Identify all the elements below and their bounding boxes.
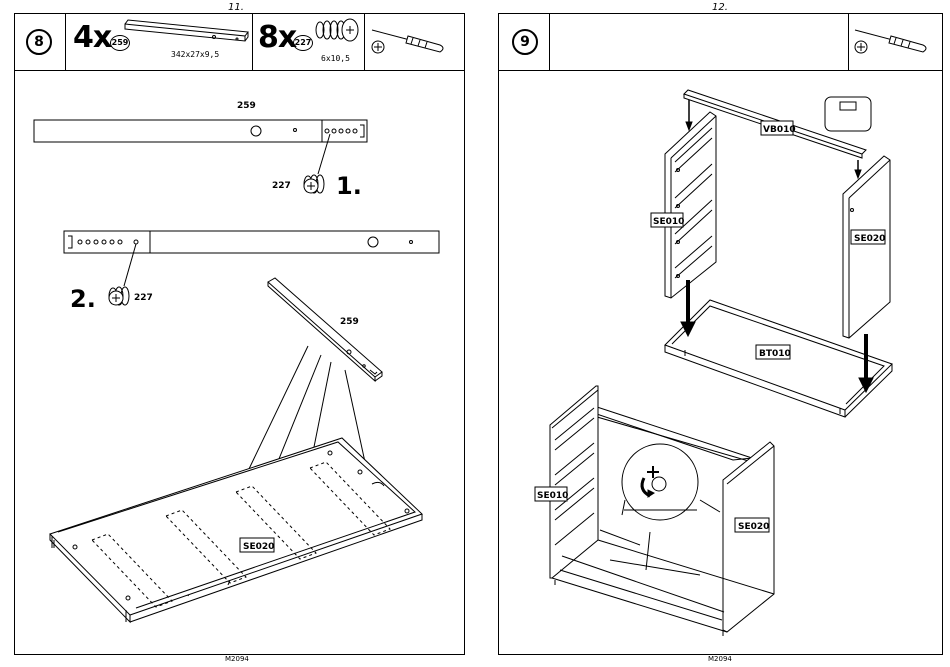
rail-259-top	[34, 120, 367, 174]
rail-259-isometric	[268, 278, 382, 381]
rail-259-second	[64, 231, 439, 286]
rail-label: VB010	[763, 125, 796, 135]
panel-se020-upper	[843, 156, 890, 338]
panel-label: SE010	[537, 491, 568, 501]
phillips-screw-icon	[372, 41, 384, 53]
connector-label: 227	[272, 181, 291, 191]
rail-label: 259	[340, 317, 359, 327]
cabinet-assembled	[550, 386, 774, 636]
panel-se010-upper	[665, 112, 716, 298]
cam-connector-icon	[316, 19, 358, 41]
cam-connector-icon	[304, 175, 324, 193]
panel-se020-left	[50, 438, 422, 622]
screwdriver-icon	[372, 30, 443, 52]
panel-label: SE010	[653, 217, 684, 227]
order-number: 1.	[336, 172, 362, 200]
panel-label: SE020	[243, 542, 274, 552]
connector-label: 227	[134, 293, 153, 303]
glove-icon	[825, 97, 871, 131]
panel-label: SE020	[738, 522, 769, 532]
rail-label: 259	[237, 101, 256, 111]
rail-icon	[125, 20, 248, 41]
cam-connector-icon	[109, 287, 129, 305]
panel-label: SE020	[854, 234, 885, 244]
panel-label: BT010	[759, 349, 791, 359]
order-number: 2.	[70, 285, 96, 313]
phillips-screw-icon	[855, 41, 867, 53]
screwdriver-icon	[855, 30, 926, 52]
